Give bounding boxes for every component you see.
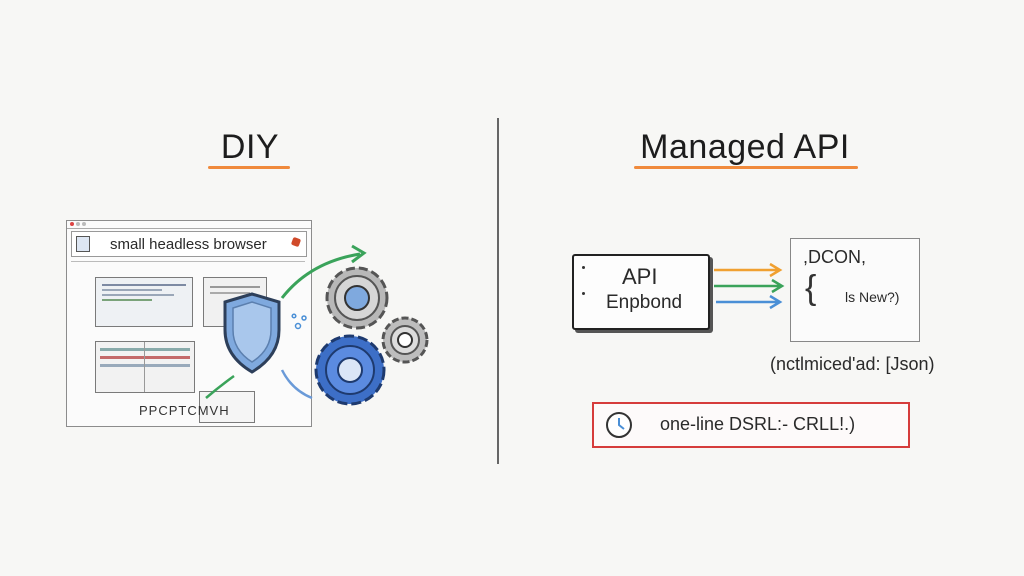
arrow-icon [280, 369, 313, 400]
table-column-divider [144, 342, 145, 392]
arrow-icon [716, 294, 783, 310]
api-to-json-arrows [714, 262, 785, 310]
table-row [100, 364, 190, 367]
browser-tab-icon [76, 236, 90, 252]
shield-inner [232, 301, 272, 363]
diy-illustration [205, 244, 429, 406]
text-line [102, 299, 152, 301]
clock-icon [606, 412, 632, 438]
json-box-line1: ,DCON, [803, 247, 866, 267]
browser-titlebar [67, 221, 311, 229]
window-dot [76, 222, 80, 226]
text-line [102, 284, 186, 286]
diy-title-underline [208, 166, 290, 169]
arrow-icon [714, 262, 783, 278]
scribble-label: PPCPTCMVH [139, 403, 230, 418]
bubble [291, 313, 297, 319]
diy-title: DIY [220, 128, 280, 166]
text-line [210, 286, 260, 288]
arrow-icon [280, 252, 361, 299]
text-line [210, 292, 250, 294]
gear-icon [314, 334, 386, 406]
api-endpoint-box: API Enpbond [572, 254, 710, 330]
json-response-box: ,DCON, { ls New?) [790, 238, 920, 342]
gear-icon [381, 316, 429, 364]
center-divider [497, 118, 499, 464]
command-text: one-line DSRL:- CRLL!.) [660, 414, 856, 434]
browser-content-separator [71, 261, 305, 262]
text-line [102, 289, 162, 291]
data-table-panel [95, 341, 195, 393]
text-line [102, 294, 174, 296]
window-dot [70, 222, 74, 226]
managed-api-title-underline [634, 166, 858, 169]
content-panel [95, 277, 193, 327]
table-row [100, 348, 190, 351]
gear-icon [325, 266, 389, 330]
dot-mark [582, 292, 585, 295]
managed-api-title: Managed API [640, 128, 850, 166]
json-box-line2: ls New?) [845, 289, 900, 305]
json-brace: { [805, 269, 817, 307]
one-line-command-box: one-line DSRL:- CRLL!.) [592, 402, 910, 448]
arrow-icon [714, 278, 785, 294]
table-row [100, 356, 190, 359]
browser-address-bar: small headless browser [71, 231, 307, 257]
api-box-line2: Enpbond [606, 292, 683, 313]
dot-mark [582, 266, 585, 269]
json-caption: (nctlmiced'ad: [Json) [770, 354, 935, 374]
browser-label: small headless browser [110, 236, 267, 253]
arrow-icon [351, 244, 367, 264]
bubble [301, 315, 307, 321]
window-dot [82, 222, 86, 226]
bubble [294, 322, 302, 330]
api-box-line1: API [622, 264, 658, 289]
arrow-icon [205, 374, 235, 399]
